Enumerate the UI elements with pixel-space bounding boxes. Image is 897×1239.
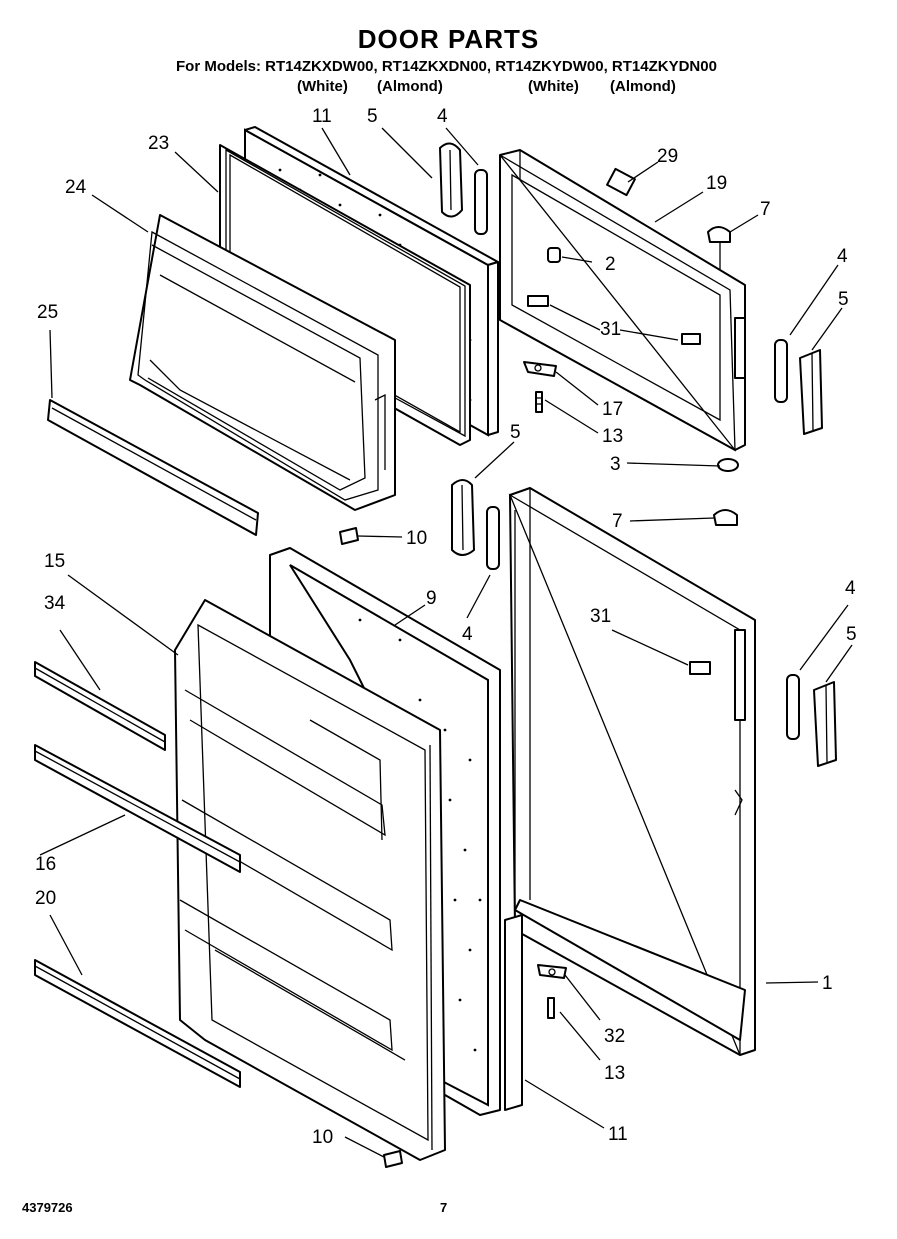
callout-3: 3	[610, 454, 621, 475]
callout-5-top: 5	[367, 106, 378, 127]
screw-fresh-food-liner	[383, 1150, 403, 1168]
door-plug-top	[707, 226, 731, 270]
hinge-bracket-top	[523, 361, 557, 377]
color-label-2: (Almond)	[377, 78, 443, 95]
callout-5-right: 5	[838, 289, 849, 310]
page-number: 7	[440, 1200, 448, 1215]
callout-31-lower: 31	[590, 606, 611, 627]
callout-13-top: 13	[602, 426, 623, 447]
callout-10-lower: 10	[312, 1127, 333, 1148]
callout-16: 16	[35, 854, 56, 875]
callout-25: 25	[37, 302, 58, 323]
color-label-3: (White)	[528, 78, 579, 95]
callout-7-lower: 7	[612, 511, 623, 532]
callout-5-right-lower: 5	[846, 624, 857, 645]
hinge-cover-top	[439, 142, 463, 218]
screw-top	[535, 391, 543, 413]
callout-31-top: 31	[600, 319, 621, 340]
callout-32: 32	[604, 1026, 625, 1047]
callout-23: 23	[148, 133, 169, 154]
callout-4-middle: 4	[462, 624, 473, 645]
callout-13-lower: 13	[604, 1063, 625, 1084]
handle-spacer-right-lower	[786, 674, 800, 740]
callout-4-right-lower: 4	[845, 578, 856, 599]
leader-lines	[39, 127, 853, 1158]
screw-lower	[547, 997, 555, 1019]
callout-4-right: 4	[837, 246, 848, 267]
callout-2: 2	[605, 254, 616, 275]
callout-7-top: 7	[760, 199, 771, 220]
shelf-bar-34	[34, 661, 166, 751]
callout-17: 17	[602, 399, 623, 420]
shelf-bar-20	[34, 959, 241, 1088]
hinge-cover-middle	[451, 479, 475, 556]
freezer-outer-door	[499, 149, 746, 452]
callout-5-middle: 5	[510, 422, 521, 443]
callout-labels: 11 5 4 23 29 24 19 7 2 4 25 5 31 17 13 5…	[35, 106, 857, 1148]
spacer-middle	[486, 506, 500, 570]
document-number: 4379726	[22, 1200, 73, 1215]
callout-11-lower: 11	[608, 1124, 628, 1145]
handle-right-lower	[813, 681, 837, 767]
handle-spacer-right-top	[774, 339, 788, 403]
fresh-food-gasket-strip	[504, 914, 523, 1111]
screw-freezer-liner	[339, 527, 359, 545]
handle-right-top	[799, 349, 823, 435]
freezer-door-liner	[129, 214, 396, 511]
freezer-shelf-bar	[47, 399, 259, 536]
models-line: For Models: RT14ZKXDW00, RT14ZKXDN00, RT…	[176, 58, 717, 75]
fresh-food-outer-door	[508, 487, 756, 1056]
door-plug-lower	[713, 509, 738, 526]
callout-24: 24	[65, 177, 87, 198]
freezer-bottom-spacer	[717, 458, 739, 472]
color-label-4: (Almond)	[610, 78, 676, 95]
callout-34: 34	[44, 593, 66, 614]
callout-19: 19	[706, 173, 727, 194]
hinge-bracket-lower	[537, 964, 567, 979]
fresh-food-door-liner	[174, 599, 446, 1161]
callout-1: 1	[822, 973, 833, 994]
callout-10-top: 10	[406, 528, 427, 549]
callout-20: 20	[35, 888, 56, 909]
callout-15: 15	[44, 551, 65, 572]
callout-29: 29	[657, 146, 678, 167]
callout-11-top: 11	[312, 106, 332, 127]
shelf-bar-16	[34, 744, 241, 873]
callout-9: 9	[426, 588, 437, 609]
color-label-1: (White)	[297, 78, 348, 95]
spacer-top	[474, 169, 488, 235]
callout-4-top: 4	[437, 106, 448, 127]
page-title: DOOR PARTS	[357, 24, 540, 54]
